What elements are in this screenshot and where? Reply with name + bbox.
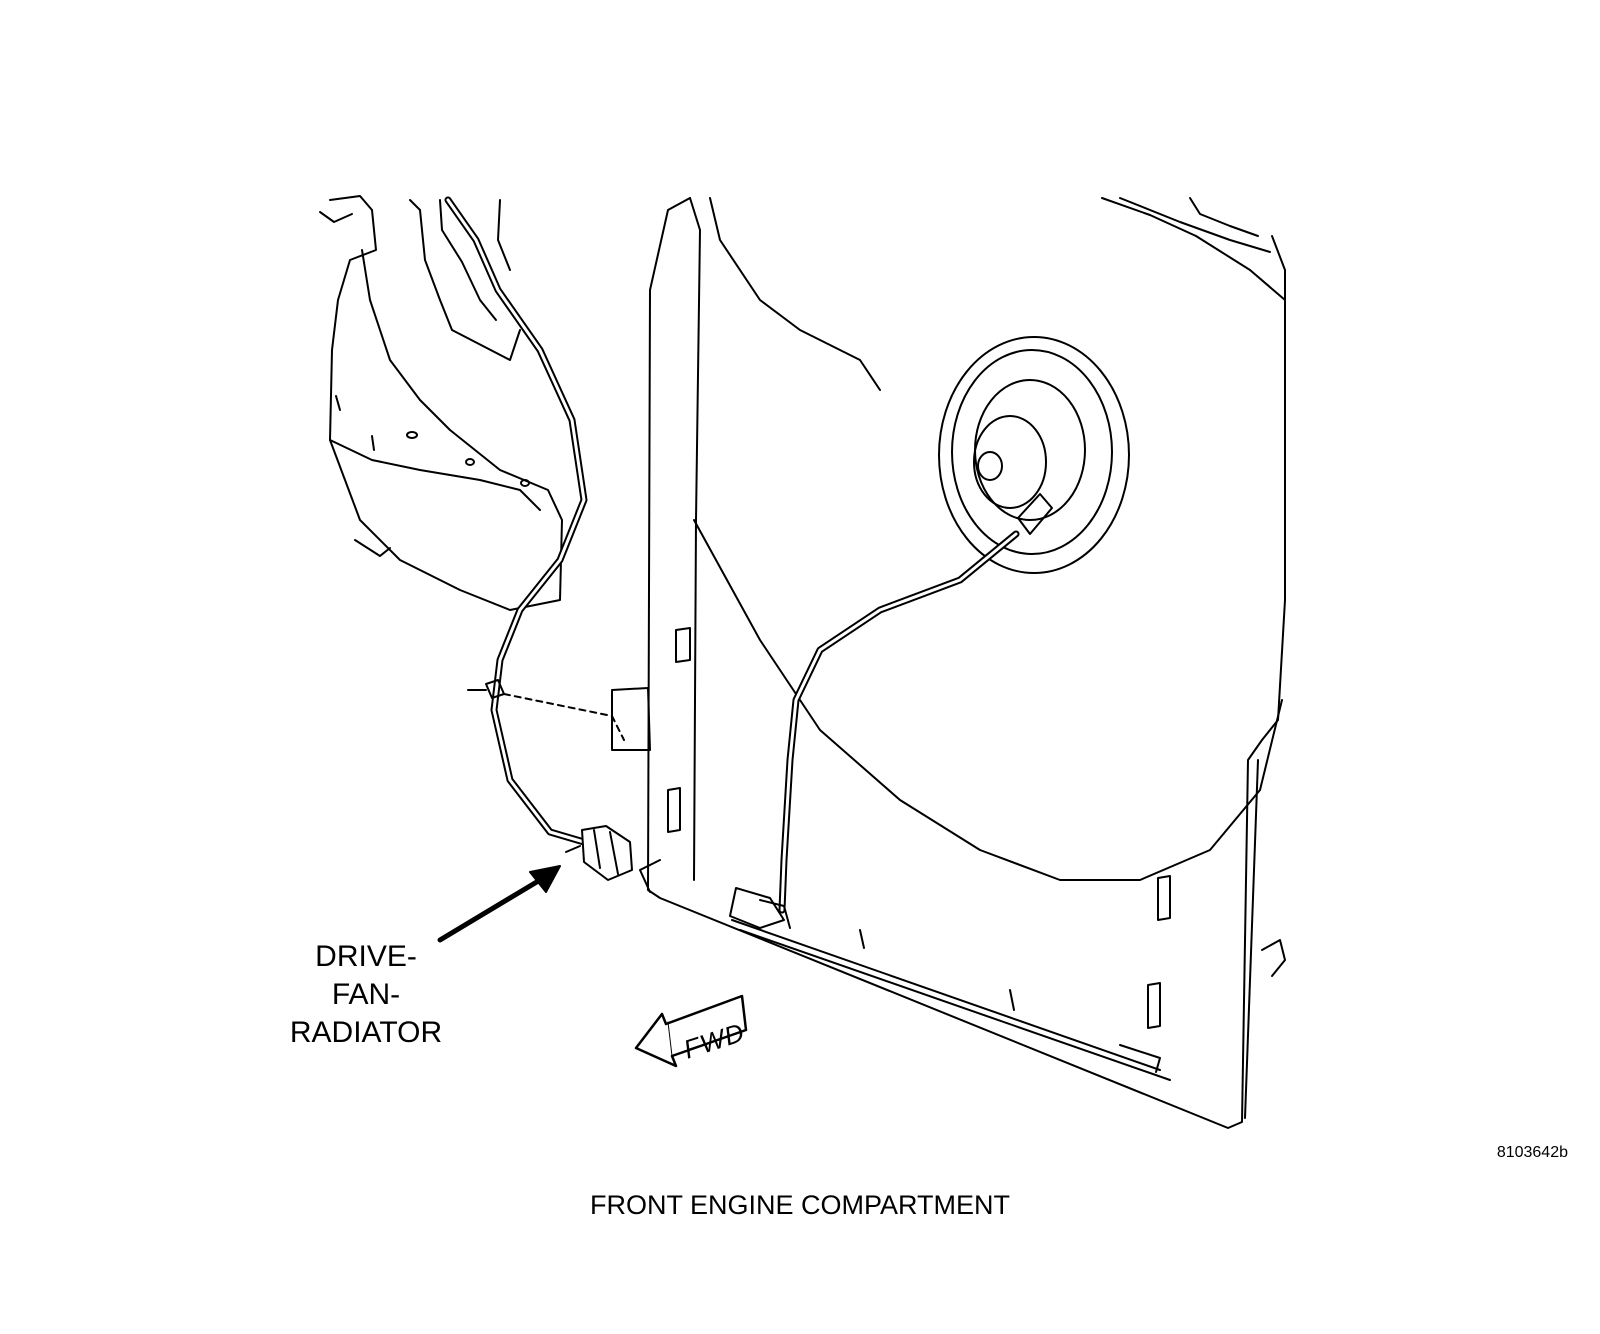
figure-id: 8103642b [1496, 1144, 1568, 1161]
left-bracket [319, 195, 563, 611]
figure-caption: FRONT ENGINE COMPARTMENT [589, 1190, 1011, 1220]
shroud-connector [729, 887, 791, 929]
fwd-arrow [634, 994, 748, 1068]
callout-line-2: FAN- [331, 978, 401, 1011]
callout-arrow [437, 865, 561, 943]
wiring-harness [444, 196, 588, 846]
fan-shroud [639, 197, 1286, 1129]
motor-lead [778, 530, 1020, 914]
harness-clip [467, 679, 651, 751]
fan-motor [938, 336, 1130, 574]
callout-line-3: RADIATOR [289, 1016, 443, 1049]
drive-fan-radiator-connector [565, 825, 633, 881]
callout-line-1: DRIVE- [315, 940, 417, 973]
connector-callout-label: DRIVE- FAN- RADIATOR [286, 938, 446, 1052]
